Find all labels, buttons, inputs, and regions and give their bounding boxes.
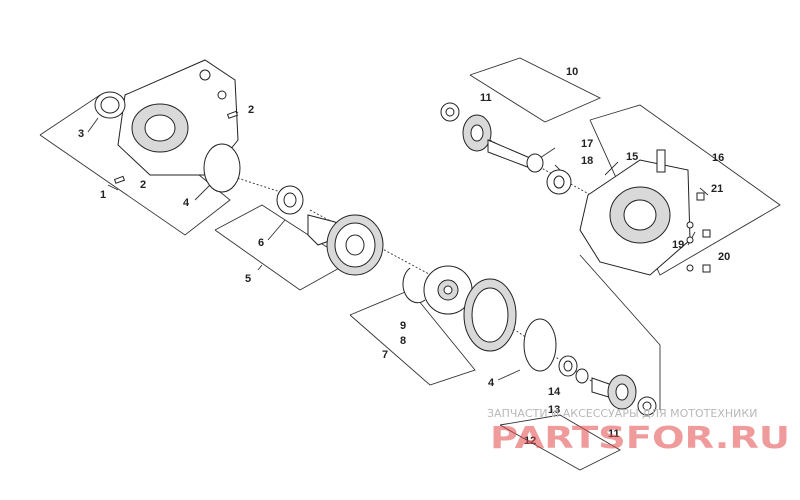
callout-11: 11 [480, 92, 492, 104]
callout-20: 20 [718, 251, 730, 263]
callout-9: 9 [400, 320, 406, 332]
washer-11b [637, 396, 657, 416]
callout-18: 18 [581, 155, 593, 167]
callout-13: 13 [548, 404, 560, 416]
washer-17 [526, 153, 544, 173]
callouts: 1 2 2 3 4 4 5 6 7 8 9 10 11 11 12 13 14 … [78, 66, 730, 447]
bearing-6 [276, 185, 304, 215]
case-half-right [579, 149, 691, 276]
gear-shaft-upper [462, 114, 531, 169]
callout-15: 15 [626, 151, 638, 163]
callout-5: 5 [245, 273, 251, 285]
ring-gear-5 [307, 214, 384, 276]
pins-2 [113, 110, 239, 184]
watermark-logo: PARTSFOR.RU [490, 421, 790, 456]
washer-11a [440, 102, 460, 122]
bolts-19-20-21 [686, 192, 711, 273]
callout-19: 19 [672, 239, 684, 251]
callout-4: 4 [183, 197, 190, 209]
callout-11: 11 [608, 428, 620, 440]
callout-2: 2 [248, 104, 254, 116]
callout-10: 10 [566, 66, 578, 78]
watermark-tagline: ЗАПЧАСТИ И АКСЕССУАРЫ ДЛЯ МОТОТЕХНИКИ [487, 407, 757, 420]
callout-12: 12 [524, 435, 536, 447]
case-half-left [117, 59, 239, 176]
callout-7: 7 [382, 349, 388, 361]
seal-3 [94, 91, 126, 119]
callout-1: 1 [100, 189, 106, 201]
callout-3: 3 [78, 128, 84, 140]
snap-ring-4b [523, 318, 557, 372]
bearing-14 [558, 355, 578, 377]
callout-4: 4 [488, 377, 495, 389]
callout-17: 17 [581, 138, 593, 150]
gear-shaft-lower [591, 374, 637, 410]
snap-ring-4a [203, 143, 241, 193]
snap-ring-9 [402, 267, 426, 304]
callout-16: 16 [712, 152, 724, 164]
callout-6: 6 [258, 237, 264, 249]
ring-gear-7 [463, 278, 517, 352]
callout-2: 2 [140, 179, 146, 191]
washer-13 [575, 368, 589, 384]
watermark: ЗАПЧАСТИ И АКСЕССУАРЫ ДЛЯ МОТОТЕХНИКИ PA… [487, 407, 790, 456]
callout-8: 8 [400, 335, 406, 347]
callout-14: 14 [548, 386, 561, 398]
carrier-8 [423, 265, 473, 315]
bearing-18 [546, 169, 572, 195]
callout-21: 21 [711, 183, 723, 195]
